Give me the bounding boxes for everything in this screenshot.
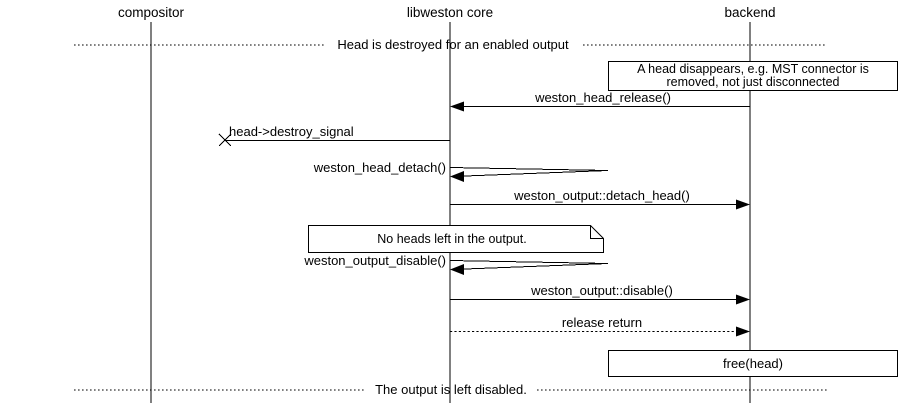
message-weston-head-release-label: weston_head_release()	[534, 90, 671, 105]
message-weston-head-detach-label: weston_head_detach()	[313, 160, 446, 175]
message-release-return-label: release return	[562, 315, 642, 330]
message-weston-output-disable-call: weston_output_disable()	[303, 253, 609, 275]
message-weston-output-detach-head-label: weston_output::detach_head()	[513, 188, 690, 203]
note-no-heads-left: No heads left in the output.	[308, 225, 604, 253]
actor-label-backend: backend	[724, 5, 775, 20]
message-head-destroy-signal-label: head->destroy_signal	[229, 124, 354, 139]
note-head-disappears-line-1: A head disappears, e.g. MST connector is	[637, 62, 869, 76]
note-no-heads-left-label: No heads left in the output.	[377, 232, 526, 246]
activation-box-free-head: free(head)	[608, 350, 898, 377]
message-head-destroy-signal: head->destroy_signal	[218, 124, 450, 147]
activation-box-free-head-label: free(head)	[723, 356, 783, 371]
actor-label-compositor: compositor	[118, 5, 185, 20]
message-release-return: release return	[450, 315, 750, 337]
note-head-disappears-line-2: removed, not just disconnected	[666, 75, 839, 89]
message-weston-output-disable-call-label: weston_output_disable()	[303, 253, 446, 268]
actor-label-libweston-core: libweston core	[407, 5, 493, 20]
message-weston-output-disable-label: weston_output::disable()	[530, 283, 673, 298]
separator-top: Head is destroyed for an enabled output	[74, 37, 827, 52]
separator-bottom: The output is left disabled.	[74, 382, 827, 397]
note-head-disappears: A head disappears, e.g. MST connector is…	[608, 61, 898, 91]
message-weston-output-disable: weston_output::disable()	[450, 283, 750, 305]
separator-bottom-label: The output is left disabled.	[375, 382, 527, 397]
separator-top-label: Head is destroyed for an enabled output	[337, 37, 569, 52]
message-weston-head-release: weston_head_release()	[450, 90, 750, 112]
message-weston-head-detach: weston_head_detach()	[313, 160, 609, 182]
message-weston-output-detach-head: weston_output::detach_head()	[450, 188, 750, 210]
